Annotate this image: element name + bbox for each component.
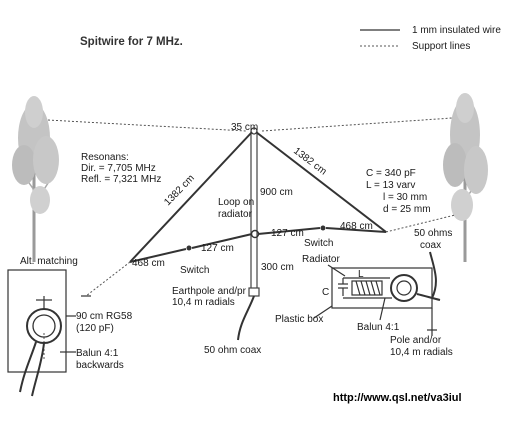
rg58-label-line2: (120 pF) bbox=[76, 323, 114, 334]
coax-right-label-line1: 50 ohms bbox=[414, 228, 452, 239]
earthpole-label-line2: 10,4 m radials bbox=[172, 297, 235, 308]
balun-toroid-symbol bbox=[343, 274, 441, 302]
alt-matching-box bbox=[7, 269, 67, 373]
switch-right-symbol bbox=[320, 225, 326, 231]
right-outer-segment-label: 468 cm bbox=[340, 221, 373, 232]
plastic-box bbox=[331, 267, 433, 309]
svg-text:Dir. = 7,705 MHz: Dir. = 7,705 MHz bbox=[81, 163, 156, 174]
switch-left-label: Switch bbox=[180, 265, 209, 276]
balun-right-label: Balun 4:1 bbox=[357, 322, 400, 333]
svg-text:Resonans:: Resonans: bbox=[81, 152, 129, 163]
left-slope-label: 1382 cm bbox=[162, 173, 197, 208]
svg-text:Refl. = 7,321 MHz: Refl. = 7,321 MHz bbox=[81, 174, 161, 185]
svg-text:l = 30 mm: l = 30 mm bbox=[383, 192, 427, 203]
legend-support-label: Support lines bbox=[412, 41, 470, 52]
pole-radials-label-line1: Pole and/or bbox=[390, 335, 442, 346]
diagram-title: Spitwire for 7 MHz. bbox=[80, 36, 183, 48]
source-url: http://www.qsl.net/va3iul bbox=[333, 392, 462, 404]
svg-text:L = 13 varv: L = 13 varv bbox=[366, 180, 415, 191]
coil-symbol bbox=[351, 280, 383, 296]
loop-on-radiator-symbol bbox=[250, 229, 260, 239]
resonance-info: Resonans: Dir. = 7,705 MHz Refl. = 7,321… bbox=[81, 152, 161, 185]
right-tree-image bbox=[443, 93, 488, 262]
left-tree-image bbox=[12, 96, 59, 262]
coax-feed-label: 50 ohm coax bbox=[204, 345, 261, 356]
alt-matching-coax-loop bbox=[19, 296, 62, 397]
left-outer-segment-label: 468 cm bbox=[132, 258, 165, 269]
coax-right-cable bbox=[429, 251, 437, 299]
plastic-box-leader bbox=[313, 305, 333, 319]
feed-coax-cable bbox=[237, 295, 255, 341]
mast-upper-length-label: 900 cm bbox=[260, 187, 293, 198]
alt-matching-label: Alt. matching bbox=[20, 256, 78, 267]
coax-right-label-line2: coax bbox=[420, 240, 441, 251]
plastic-box-label: Plastic box bbox=[275, 314, 323, 325]
legend-wire-label: 1 mm insulated wire bbox=[412, 25, 501, 36]
antenna-wires bbox=[129, 131, 387, 263]
balun-right-leader bbox=[379, 297, 386, 321]
switch-right-label: Switch bbox=[304, 238, 333, 249]
balun-backwards-label-line2: backwards bbox=[76, 360, 124, 371]
earthpole-label-line1: Earthpole and/pr bbox=[172, 286, 247, 297]
l-marker: L bbox=[358, 269, 364, 280]
loop-on-radiator-label-line1: Loop on bbox=[218, 197, 254, 208]
capacitor-symbol bbox=[338, 278, 348, 296]
mast-lower-length-label: 300 cm bbox=[261, 262, 294, 273]
loop-on-radiator-label-line2: radiator bbox=[218, 209, 253, 220]
balun-backwards-label-line1: Balun 4:1 bbox=[76, 348, 119, 359]
svg-text:C = 340 pF: C = 340 pF bbox=[366, 168, 416, 179]
left-inner-segment-label: 127 cm bbox=[201, 243, 234, 254]
mast-foot bbox=[248, 287, 260, 297]
coil-specs: C = 340 pF L = 13 varv l = 30 mm d = 25 … bbox=[366, 168, 431, 215]
pole-radials-label-line2: 10,4 m radials bbox=[390, 347, 453, 358]
radiator-label: Radiator bbox=[302, 254, 340, 265]
top-gap-label: 35 cm bbox=[231, 122, 258, 133]
svg-text:d = 25 mm: d = 25 mm bbox=[383, 204, 431, 215]
legend: 1 mm insulated wire Support lines bbox=[360, 25, 501, 52]
c-marker: C bbox=[322, 287, 329, 298]
switch-left-symbol bbox=[186, 245, 192, 251]
right-inner-segment-label: 127 cm bbox=[271, 228, 304, 239]
rg58-label-line1: 90 cm RG58 bbox=[76, 311, 133, 322]
radiator-leader bbox=[327, 264, 346, 277]
